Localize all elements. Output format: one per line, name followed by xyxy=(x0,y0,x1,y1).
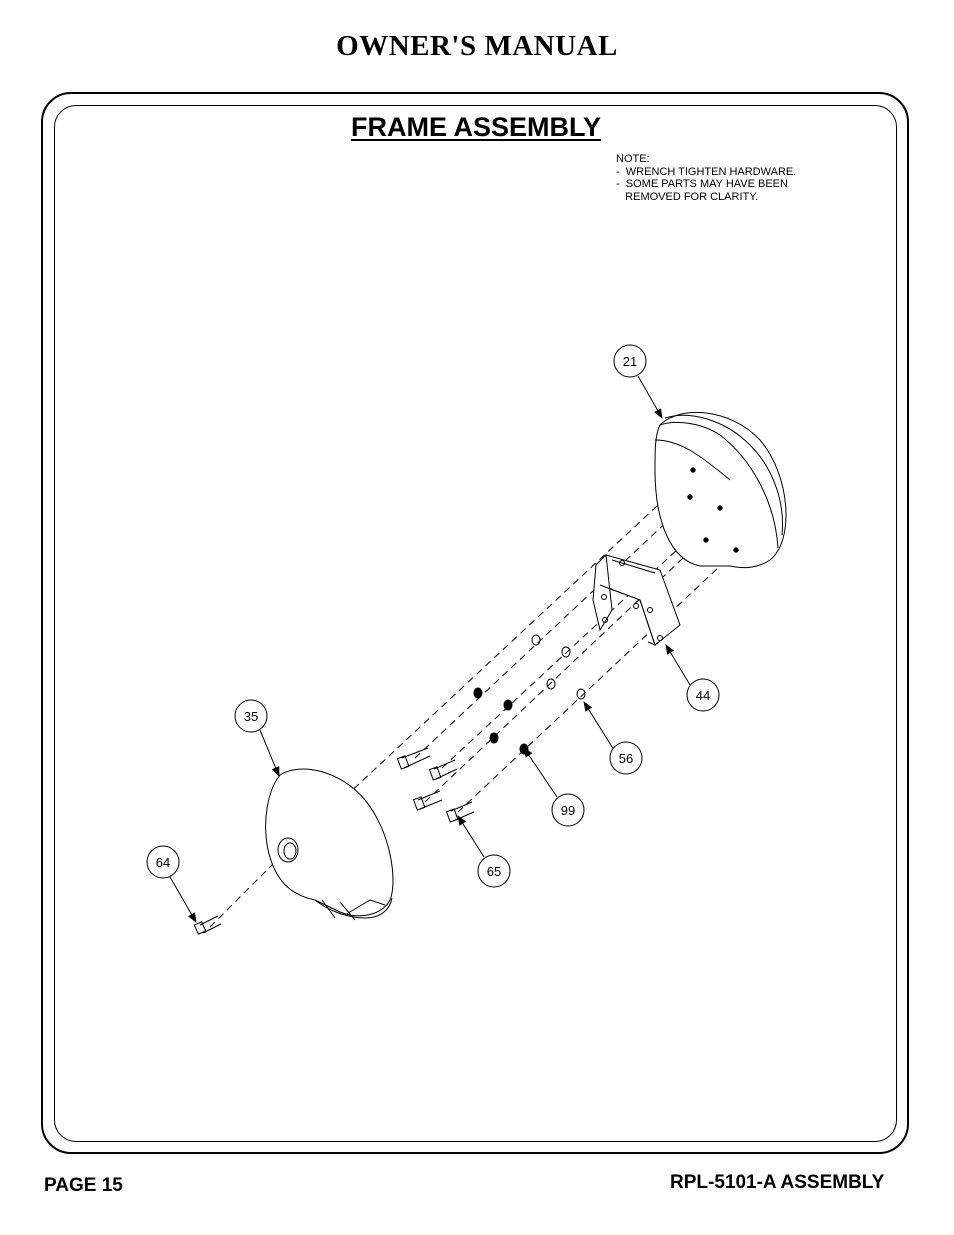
svg-text:44: 44 xyxy=(696,688,710,703)
hardware-washers xyxy=(473,634,586,755)
svg-text:64: 64 xyxy=(156,855,170,870)
svg-text:21: 21 xyxy=(623,354,637,369)
section-title: FRAME ASSEMBLY xyxy=(351,112,602,142)
part-21-end-cap xyxy=(654,411,787,569)
document-id: RPL-5101-A ASSEMBLY xyxy=(670,1172,885,1193)
svg-text:65: 65 xyxy=(487,864,501,879)
callout-99: 99 xyxy=(551,793,585,827)
callout-leaders xyxy=(169,375,691,923)
callout-64: 64 xyxy=(146,845,180,879)
svg-text:35: 35 xyxy=(244,709,258,724)
callout-56: 56 xyxy=(609,741,643,775)
inner-frame xyxy=(54,105,897,1142)
outer-frame xyxy=(41,92,909,1154)
callout-44: 44 xyxy=(686,678,720,712)
part-64-bolt xyxy=(193,915,222,935)
svg-text:99: 99 xyxy=(561,803,575,818)
callout-65: 65 xyxy=(477,854,511,888)
svg-text:56: 56 xyxy=(619,751,633,766)
callouts: 21 44 56 99 65 35 64 xyxy=(146,344,720,888)
assembly-note: NOTE: - WRENCH TIGHTEN HARDWARE. - SOME … xyxy=(616,153,797,203)
callout-21: 21 xyxy=(613,344,647,378)
part-35-end-cap xyxy=(265,768,394,921)
hardware-bolts xyxy=(396,747,475,823)
manual-title: OWNER'S MANUAL xyxy=(336,30,618,62)
page-number: PAGE 15 xyxy=(44,1175,123,1196)
callout-35: 35 xyxy=(234,699,268,733)
part-44-bracket xyxy=(592,553,681,646)
